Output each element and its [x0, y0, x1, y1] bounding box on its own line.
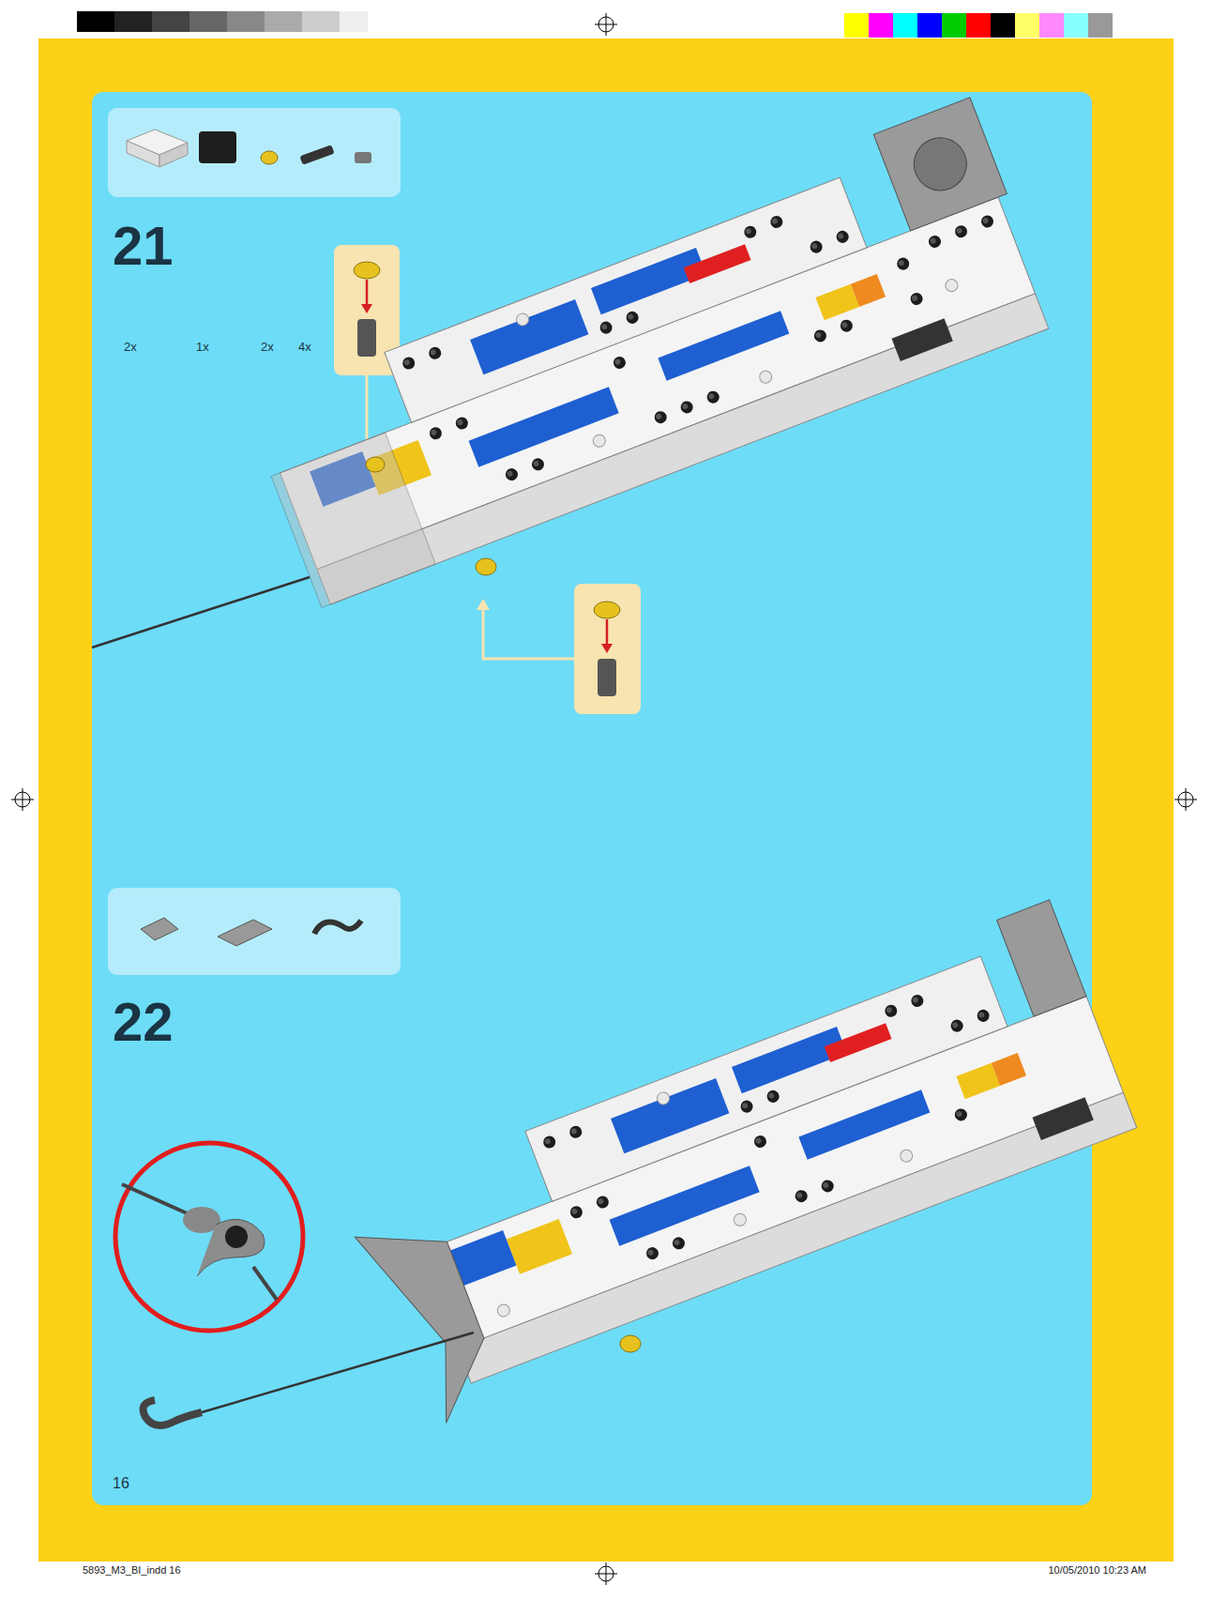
print-slug: 5893_M3_BI_indd 16 [82, 1563, 182, 1576]
yellow-pin [365, 456, 385, 472]
detail-hook [121, 1183, 277, 1300]
part-quantity: 4x [298, 339, 312, 354]
detail-circle [115, 1142, 303, 1331]
parts-list-box [107, 887, 401, 975]
step-number: 22 [112, 989, 174, 1053]
part-icons [126, 129, 372, 167]
parts-list-box [107, 107, 401, 197]
part-icons [140, 917, 362, 946]
leader-line [483, 605, 575, 659]
studs [400, 143, 1019, 503]
yellow-pin [475, 558, 497, 576]
sub-assembly-callout [574, 583, 641, 714]
hook [143, 1399, 202, 1425]
page-ground [38, 38, 1174, 1561]
colour-bar [844, 13, 1113, 38]
grey-scale-bar [76, 11, 368, 32]
model-step-21 [234, 97, 1058, 608]
print-date: 10/05/2010 10:23 AM [1047, 1563, 1147, 1576]
registration-mark [11, 13, 1197, 1585]
part-quantity: 2x [123, 339, 137, 354]
yellow-pin [620, 1334, 641, 1352]
page-margin [0, 0, 1212, 39]
model-step-22 [331, 899, 1147, 1430]
callout-parts [593, 601, 621, 697]
callout-parts [353, 261, 380, 357]
string [201, 1332, 474, 1412]
leader-line [365, 375, 369, 440]
part-quantity: 1x [196, 339, 210, 354]
part-quantity: 2x [260, 339, 274, 354]
step-number: 21 [112, 213, 174, 277]
studs [445, 972, 1029, 1319]
arrow-head [476, 598, 490, 610]
string [91, 576, 310, 648]
page-number: 16 [112, 1474, 130, 1492]
